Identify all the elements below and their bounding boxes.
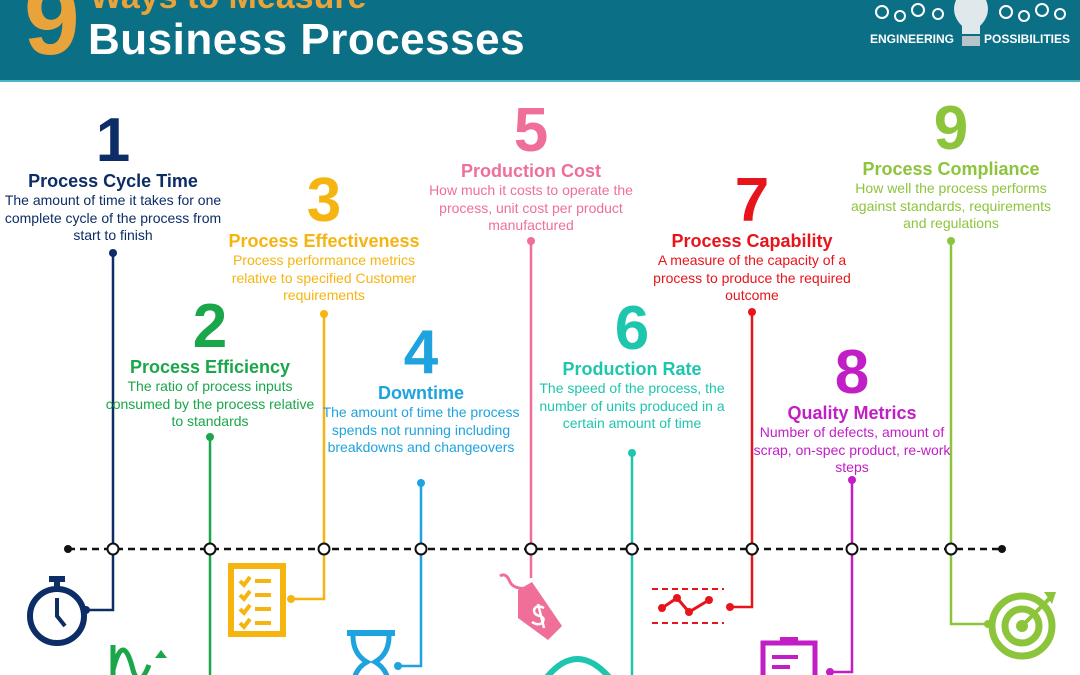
target-icon	[988, 592, 1056, 660]
step-number: 7	[734, 166, 770, 235]
step-description: The speed of the process, the number of …	[539, 380, 725, 431]
step-title: Production Rate	[562, 359, 702, 379]
connector-dot	[527, 237, 535, 245]
hourglass-icon	[347, 630, 395, 675]
timeline-node-3	[317, 542, 331, 556]
step-4: 4 Downtime The amount of time the proces…	[306, 318, 536, 457]
connector-line-1	[86, 253, 115, 612]
speedometer-icon	[544, 656, 612, 675]
connector-dot	[394, 662, 402, 670]
step-2: 2 Process Efficiency The ratio of proces…	[95, 292, 325, 431]
step-number: 6	[614, 294, 650, 363]
step-title: Process Efficiency	[129, 357, 291, 377]
connector-line-8	[830, 480, 854, 674]
timeline-start	[64, 545, 72, 553]
header-subtitle: Ways to Measure	[90, 0, 367, 14]
connector-dot	[417, 479, 425, 487]
step-number: 9	[933, 94, 969, 163]
checklist-icon	[228, 563, 286, 637]
timeline-end	[998, 545, 1006, 553]
step-3: 3 Process Effectiveness Process performa…	[209, 166, 439, 305]
timeline-node-4	[414, 542, 428, 556]
timeline-node-1	[106, 542, 120, 556]
step-title: Production Cost	[461, 161, 601, 181]
timeline-node-2	[203, 542, 217, 556]
step-9: 9 Process Compliance How well the proces…	[836, 94, 1066, 233]
timeline-node-6	[625, 542, 639, 556]
step-6: 6 Production Rate The speed of the proce…	[517, 294, 747, 433]
header-banner: 9 Ways to Measure Business Processes ENG…	[0, 0, 1080, 82]
connector-dot	[320, 310, 328, 318]
connector-line-3	[291, 314, 326, 601]
step-description: The amount of time the process spends no…	[322, 404, 520, 455]
logo-text-right: POSSIBILITIES	[983, 32, 1070, 46]
lightbulb-gears-logo-icon	[875, 0, 1066, 46]
cycle-chart-icon	[110, 645, 167, 675]
step-number: 4	[403, 318, 439, 387]
step-title: Process Compliance	[862, 159, 1040, 179]
connector-dot	[109, 249, 117, 257]
page-title: Business Processes	[88, 15, 526, 64]
timeline-node-7	[745, 542, 759, 556]
step-5: 5 Production Cost How much it costs to o…	[416, 96, 646, 235]
step-number: 5	[513, 96, 549, 165]
connector-line-9	[949, 241, 988, 626]
step-description: Number of defects, amount of scrap, on-s…	[753, 424, 951, 475]
timeline-node-5	[524, 542, 538, 556]
step-description: The amount of time it takes for one comp…	[4, 192, 222, 243]
step-8: 8 Quality Metrics Number of defects, amo…	[737, 338, 967, 477]
stopwatch-icon	[27, 576, 87, 646]
control-chart-icon	[652, 588, 724, 624]
clipboard-icon	[760, 637, 818, 675]
connector-dot	[726, 603, 734, 611]
step-number: 2	[192, 292, 228, 361]
step-number: 8	[834, 338, 870, 407]
header-number: 9	[24, 0, 80, 76]
step-number: 1	[95, 106, 131, 175]
step-title: Process Effectiveness	[228, 231, 420, 251]
step-description: The ratio of process inputs consumed by …	[105, 378, 315, 429]
connector-dot	[947, 237, 955, 245]
price-tag-icon	[499, 573, 562, 640]
step-1: 1 Process Cycle Time The amount of time …	[0, 106, 228, 245]
step-title: Quality Metrics	[787, 403, 917, 423]
step-number: 3	[306, 166, 342, 235]
connector-dot	[287, 595, 295, 603]
step-description: A measure of the capacity of a process t…	[653, 252, 851, 303]
connector-dot	[628, 449, 636, 457]
connector-line-4	[398, 483, 423, 668]
connector-dot	[206, 433, 214, 441]
step-title: Process Cycle Time	[28, 171, 198, 191]
step-7: 7 Process Capability A measure of the ca…	[637, 166, 867, 305]
logo-text: ENGINEERING POSSIBILITIES	[870, 32, 1070, 46]
connector-dot	[748, 308, 756, 316]
connector-line-7	[730, 312, 754, 609]
step-description: How well the process performs against st…	[851, 180, 1051, 231]
timeline-node-9	[944, 542, 958, 556]
connector-dot	[826, 668, 834, 675]
step-title: Process Capability	[671, 231, 833, 251]
step-description: How much it costs to operate the process…	[429, 182, 633, 233]
logo-text-left: ENGINEERING	[870, 32, 955, 46]
step-description: Process performance metrics relative to …	[231, 252, 417, 303]
connector-dot	[848, 476, 856, 484]
step-title: Downtime	[377, 383, 464, 403]
timeline-node-8	[845, 542, 859, 556]
